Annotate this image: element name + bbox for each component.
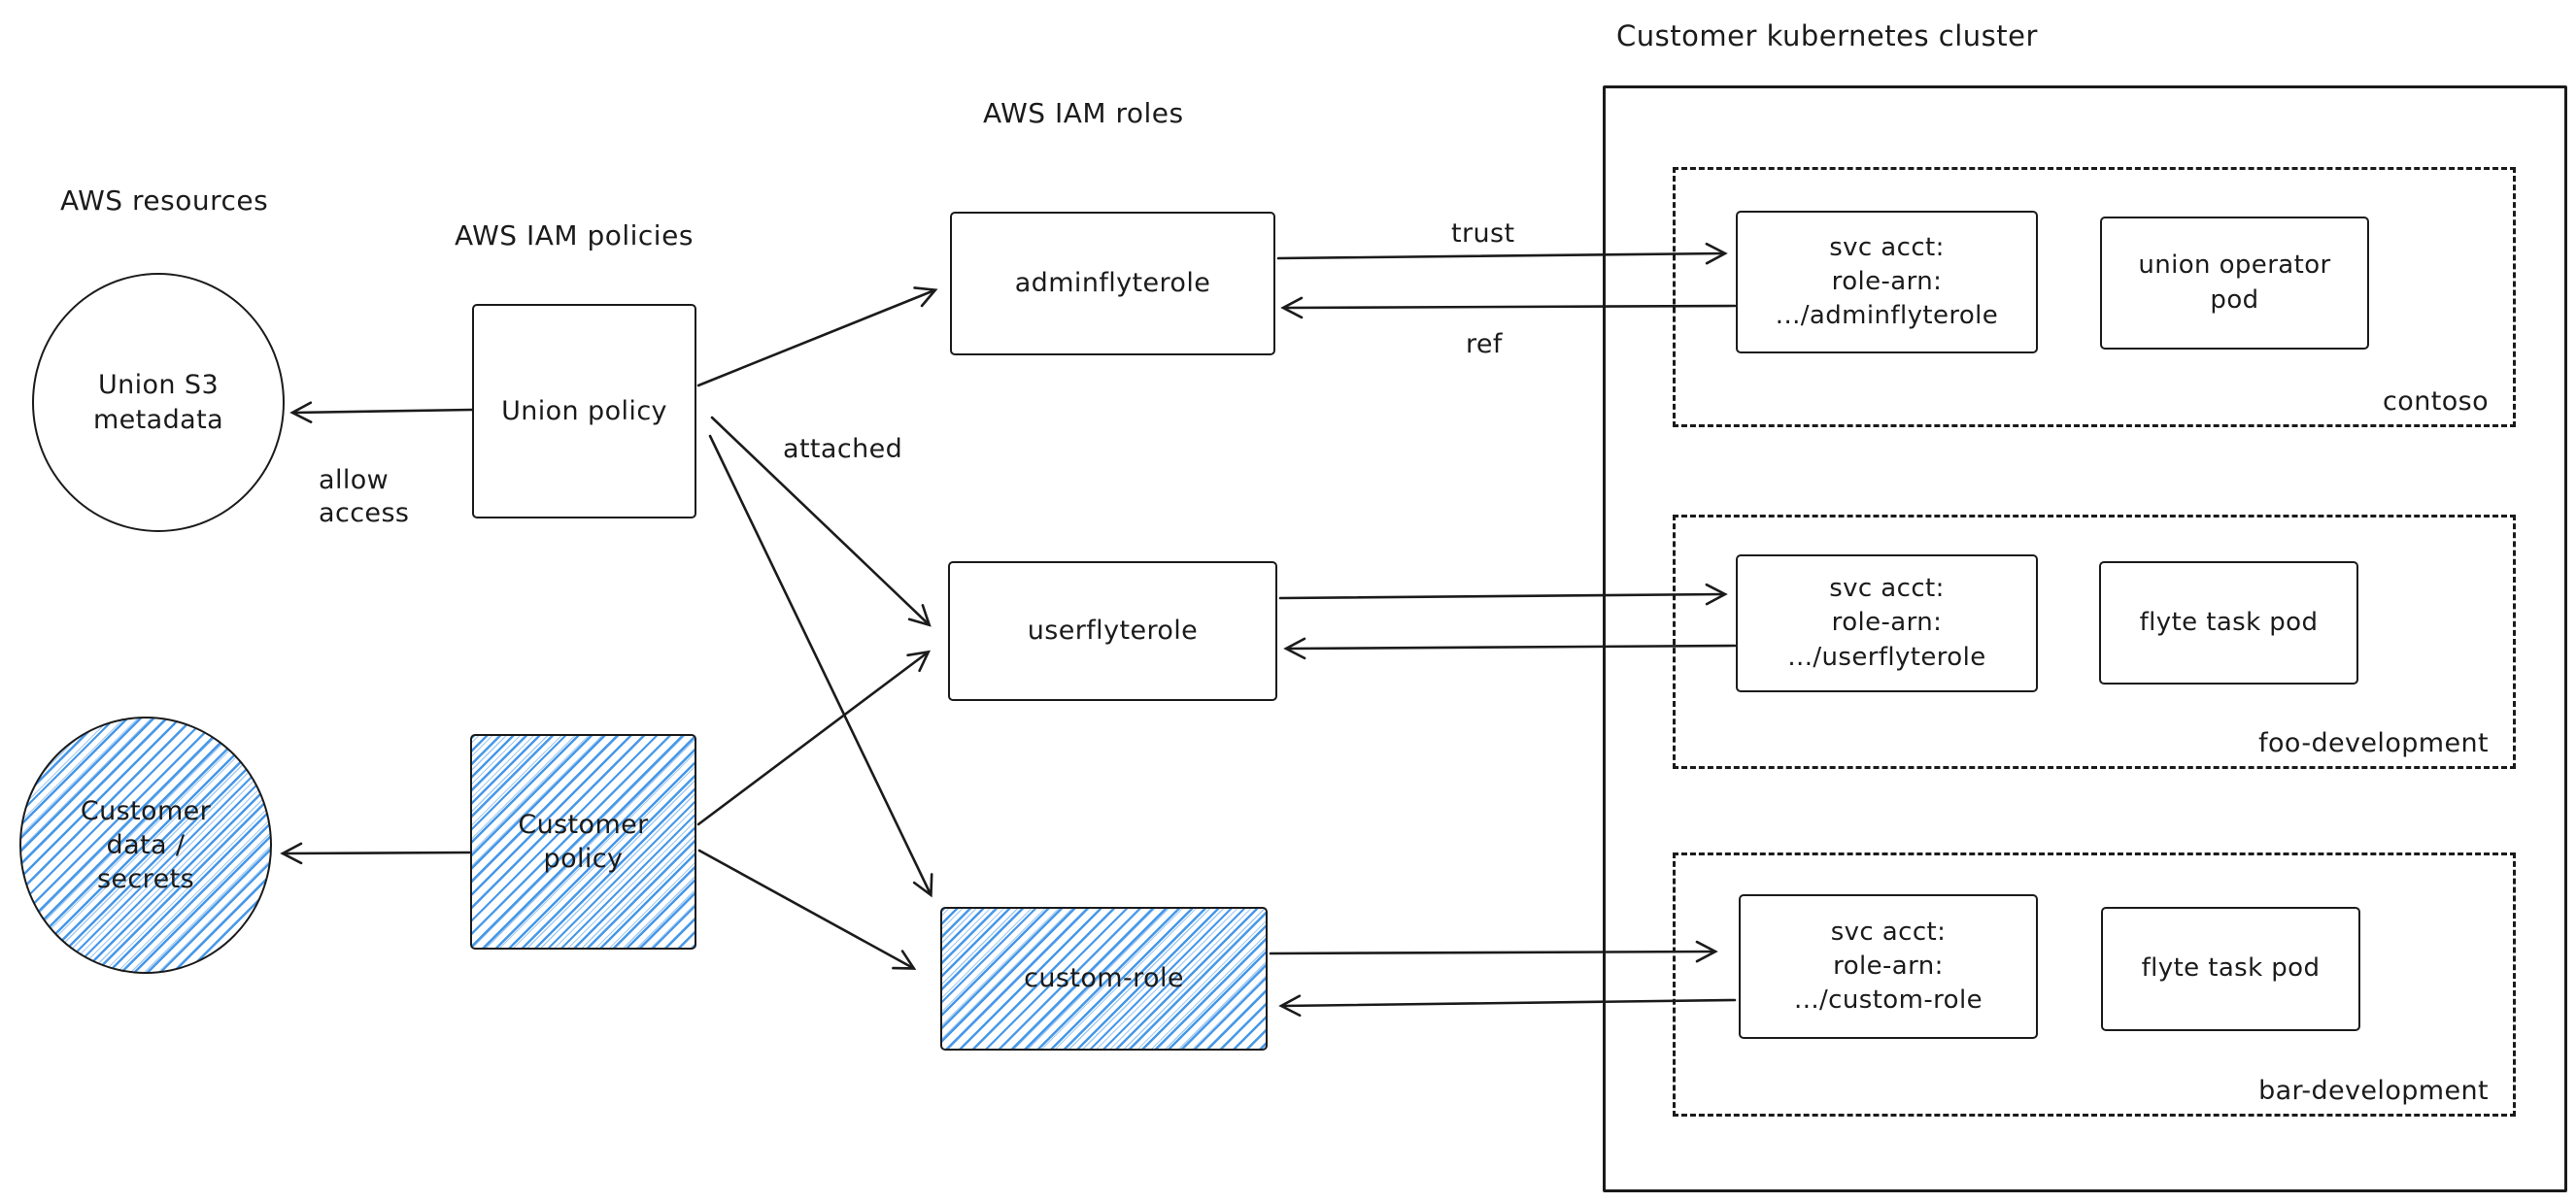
customer-policy-node: Customer policy <box>470 734 696 950</box>
custom-role-node: custom-role <box>940 907 1268 1051</box>
arrow-union-policy-to-custom-role <box>708 434 933 898</box>
svc-acct-userflyterole-node: svc acct: role-arn: .../userflyterole <box>1736 554 2038 692</box>
namespace-contoso-label: contoso <box>2383 386 2489 417</box>
arrow-customer-policy-to-userflyterole <box>696 650 932 826</box>
flyte-task-pod-foo-node: flyte task pod <box>2099 561 2358 685</box>
namespace-bar-development-label: bar-development <box>2258 1076 2489 1106</box>
union-policy-node: Union policy <box>472 304 696 518</box>
namespace-foo-development-label: foo-development <box>2258 728 2489 758</box>
userflyterole-label: userflyterole <box>1027 616 1199 647</box>
svc-acct-custom-role-node: svc acct: role-arn: .../custom-role <box>1739 894 2038 1039</box>
userflyterole-node: userflyterole <box>948 561 1277 701</box>
customer-data-secrets-label: Customer data / secrets <box>80 795 212 895</box>
kubernetes-cluster-box <box>1603 85 2567 1192</box>
allow-access-edge-label: allow access <box>319 465 410 528</box>
namespace-bar-development-box: bar-development <box>1673 852 2516 1117</box>
adminflyterole-label: adminflyterole <box>1014 268 1211 299</box>
namespace-contoso-box: contoso <box>1673 167 2516 427</box>
arrow-customer-policy-to-custom-role <box>697 849 917 970</box>
flyte-task-pod-foo-label: flyte task pod <box>2139 607 2319 637</box>
svc-acct-custom-role-label: svc acct: role-arn: .../custom-role <box>1794 917 1983 1016</box>
ref-edge-label: ref <box>1466 329 1503 359</box>
aws-iam-roles-title: AWS IAM roles <box>983 97 1184 129</box>
arrow-union-policy-to-adminflyterole <box>696 286 938 387</box>
aws-resources-title: AWS resources <box>60 184 269 217</box>
svc-acct-userflyterole-label: svc acct: role-arn: .../userflyterole <box>1787 574 1986 672</box>
flyte-task-pod-bar-node: flyte task pod <box>2101 907 2360 1031</box>
union-operator-pod-node: union operator pod <box>2100 217 2369 350</box>
customer-policy-label: Customer policy <box>518 809 649 874</box>
arrow-customer-policy-to-customer-data <box>280 842 472 865</box>
arrow-union-policy-to-union-s3 <box>289 401 474 424</box>
union-policy-label: Union policy <box>501 395 667 426</box>
cluster-title: Customer kubernetes cluster <box>1616 19 2038 52</box>
attached-edge-label: attached <box>783 434 903 464</box>
adminflyterole-node: adminflyterole <box>950 212 1275 355</box>
union-s3-metadata-label: Union S3 metadata <box>92 370 224 435</box>
customer-data-secrets-node: Customer data / secrets <box>19 717 272 974</box>
svc-acct-adminflyterole-label: svc acct: role-arn: .../adminflyterole <box>1775 232 1999 331</box>
union-operator-pod-label: union operator pod <box>2138 251 2331 315</box>
svc-acct-adminflyterole-node: svc acct: role-arn: .../adminflyterole <box>1736 211 2038 353</box>
namespace-foo-development-box: foo-development <box>1673 515 2516 769</box>
union-s3-metadata-node: Union S3 metadata <box>32 273 285 532</box>
trust-edge-label: trust <box>1451 218 1515 249</box>
custom-role-label: custom-role <box>1024 963 1184 994</box>
aws-iam-policies-title: AWS IAM policies <box>455 219 694 251</box>
flyte-task-pod-bar-label: flyte task pod <box>2141 953 2321 984</box>
